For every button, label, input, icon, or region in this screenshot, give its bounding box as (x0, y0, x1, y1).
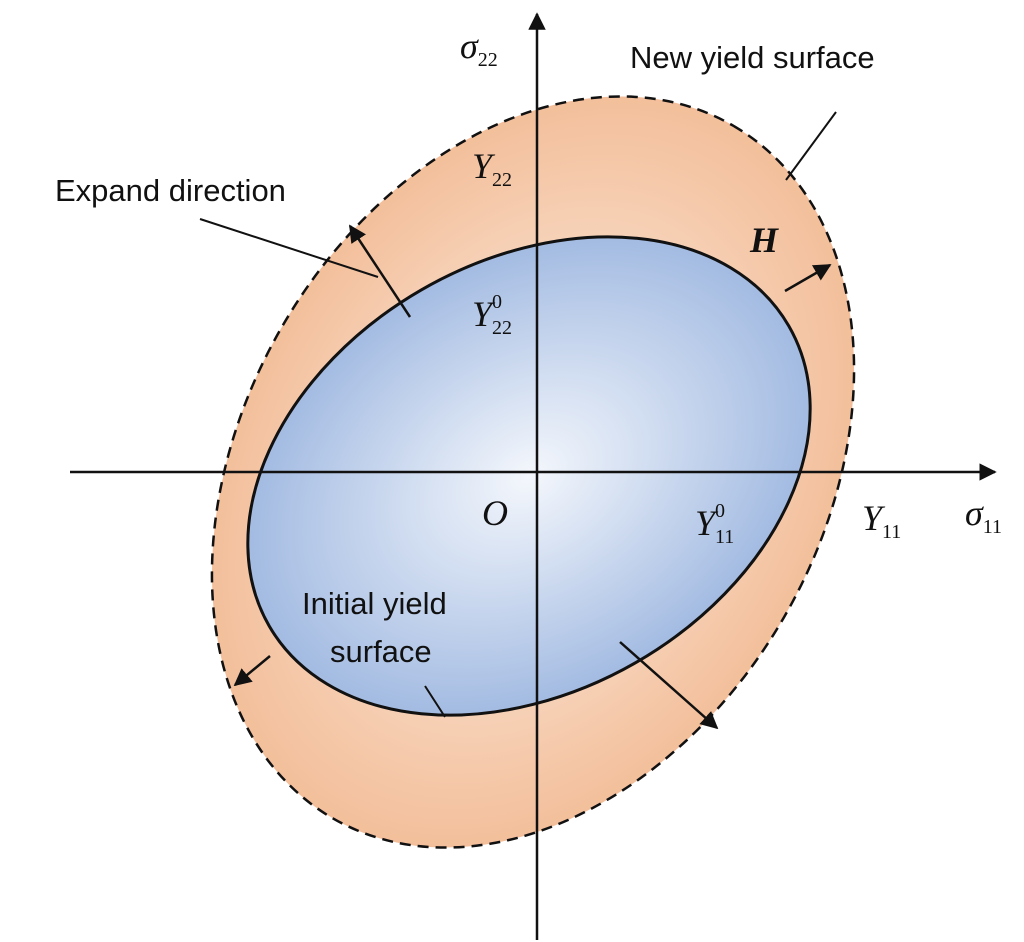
hardening-label-H: H (750, 220, 779, 260)
expand-arrow-lower-right (619, 641, 719, 730)
expand-arrow-lower-left (233, 655, 271, 687)
new-yield-surface-leader (785, 111, 837, 181)
origin-label: O (482, 493, 508, 533)
initial-yield-label-line1: Initial yield (302, 586, 447, 621)
initial-yield-label-line2: surface (330, 634, 432, 669)
expand-arrow-upper-right (784, 263, 832, 293)
expand-arrow-upper-left (348, 224, 412, 318)
expand-direction-leader (199, 218, 379, 278)
new-yield-surface-label: New yield surface (630, 40, 875, 75)
expand-direction-label: Expand direction (55, 173, 286, 208)
initial-yield-surface (246, 235, 812, 717)
initial-yield-surface-leader (424, 685, 446, 718)
